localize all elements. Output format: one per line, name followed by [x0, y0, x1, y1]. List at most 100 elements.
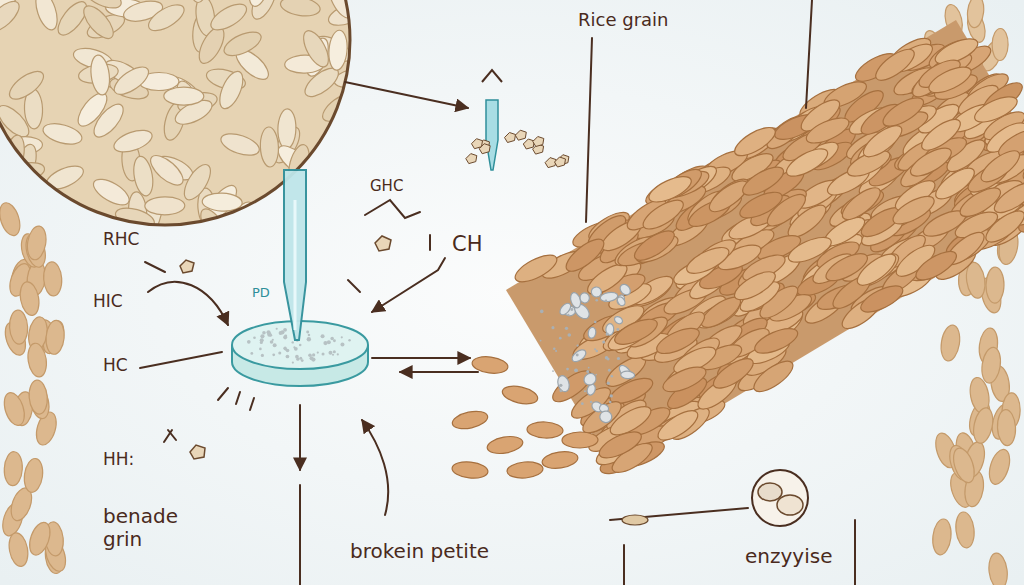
sample-dot: [306, 330, 309, 333]
spilled-grain: [451, 460, 488, 480]
enzyme-blob: [777, 495, 803, 515]
sample-dot: [279, 331, 283, 335]
magnified-grain: [3, 159, 46, 185]
sample-dot: [333, 350, 336, 353]
grain-dust: [566, 368, 569, 371]
chem-label: RHC: [103, 230, 139, 250]
rice-grain: [43, 261, 63, 296]
magnified-grain: [111, 126, 155, 156]
magnified-grain: [2, 134, 27, 177]
grain-dust: [616, 328, 619, 331]
enzyme-circle: [752, 470, 808, 526]
part-label: enzyyise: [745, 545, 832, 568]
grain-dust: [581, 402, 584, 405]
grain-dust: [610, 394, 613, 397]
spilled-grain: [541, 449, 579, 470]
rice-grain: [931, 518, 953, 556]
rice-grain: [3, 451, 23, 486]
grain-chip: [515, 130, 526, 140]
sample-dot: [294, 347, 298, 351]
sample-dot: [276, 328, 278, 330]
caret-mark: [482, 70, 502, 82]
sample-dot: [322, 352, 325, 355]
magnified-grain: [5, 66, 48, 104]
sample-dot: [260, 334, 264, 338]
rice-grain: [7, 531, 31, 568]
rice-grain: [859, 120, 907, 162]
rice-grain: [889, 191, 938, 229]
rice-grain: [971, 406, 996, 445]
tick-line: [348, 280, 360, 292]
sample-dot: [323, 341, 327, 345]
rice-grain: [567, 382, 615, 423]
magnified-grain: [0, 186, 39, 213]
rice-grain: [25, 225, 48, 261]
broken-grain: [570, 348, 588, 365]
magnified-grain: [279, 0, 321, 19]
broken-grain: [587, 327, 597, 339]
rice-grain: [26, 342, 49, 378]
magnified-grain: [89, 54, 112, 96]
sample-dot: [269, 334, 272, 337]
magnified-grain: [90, 174, 134, 210]
chip-symbol: [190, 445, 205, 459]
rice-grain: [1, 390, 28, 428]
magnified-grain: [110, 62, 153, 100]
magnified-grain: [221, 27, 265, 60]
grain-dust: [552, 370, 554, 372]
broken-grain: [582, 371, 599, 387]
arrow: [345, 82, 468, 108]
rice-grain: [749, 356, 797, 397]
sample-dot: [260, 338, 264, 342]
rice-grain: [611, 314, 660, 349]
sample-dot: [247, 340, 251, 344]
grain-dust: [567, 314, 569, 316]
grain-dust: [559, 384, 562, 387]
broken-grain: [620, 371, 634, 379]
broken-grain: [606, 323, 615, 335]
rice-grain: [28, 379, 49, 414]
grain-log: [506, 20, 1024, 479]
sample-dot: [292, 361, 294, 363]
rice-grain: [783, 143, 832, 181]
spilled-grain: [527, 421, 564, 439]
rice-grain: [45, 320, 66, 355]
sample-dot: [278, 352, 281, 355]
rice-grain: [630, 225, 678, 265]
broken-grain: [613, 315, 624, 325]
part-label: brokein petite: [350, 540, 489, 563]
leader-line: [623, 545, 625, 585]
spilled-grain: [451, 408, 490, 431]
sample-dot: [259, 348, 262, 351]
grain-dust: [553, 348, 556, 351]
rice-grain: [22, 457, 44, 493]
sample-dot: [284, 347, 287, 350]
rice-grain: [705, 175, 753, 217]
grain-chip: [466, 154, 477, 164]
rice-grain: [803, 113, 852, 148]
sample-dot: [340, 342, 344, 346]
rice-grain: [752, 324, 801, 359]
sample-dot: [308, 354, 312, 358]
rice-grain: [511, 250, 560, 287]
rice-grain: [26, 520, 54, 558]
rice-grain: [0, 200, 24, 238]
spilled-grain: [486, 434, 524, 456]
log-body: [506, 20, 1024, 470]
tick-line: [145, 262, 165, 272]
sample-dot: [308, 334, 310, 336]
grain-dust: [555, 350, 557, 352]
pipette: [284, 170, 306, 340]
grain-dust: [594, 348, 596, 350]
rice-grain: [739, 162, 788, 201]
enzyme-blob: [758, 483, 782, 501]
rice-grain: [986, 447, 1014, 487]
dish-label: PD: [252, 286, 270, 301]
grain-dust: [575, 369, 578, 372]
rice-grain: [709, 353, 757, 393]
magnified-grain: [41, 120, 84, 148]
broken-grain: [618, 282, 632, 297]
